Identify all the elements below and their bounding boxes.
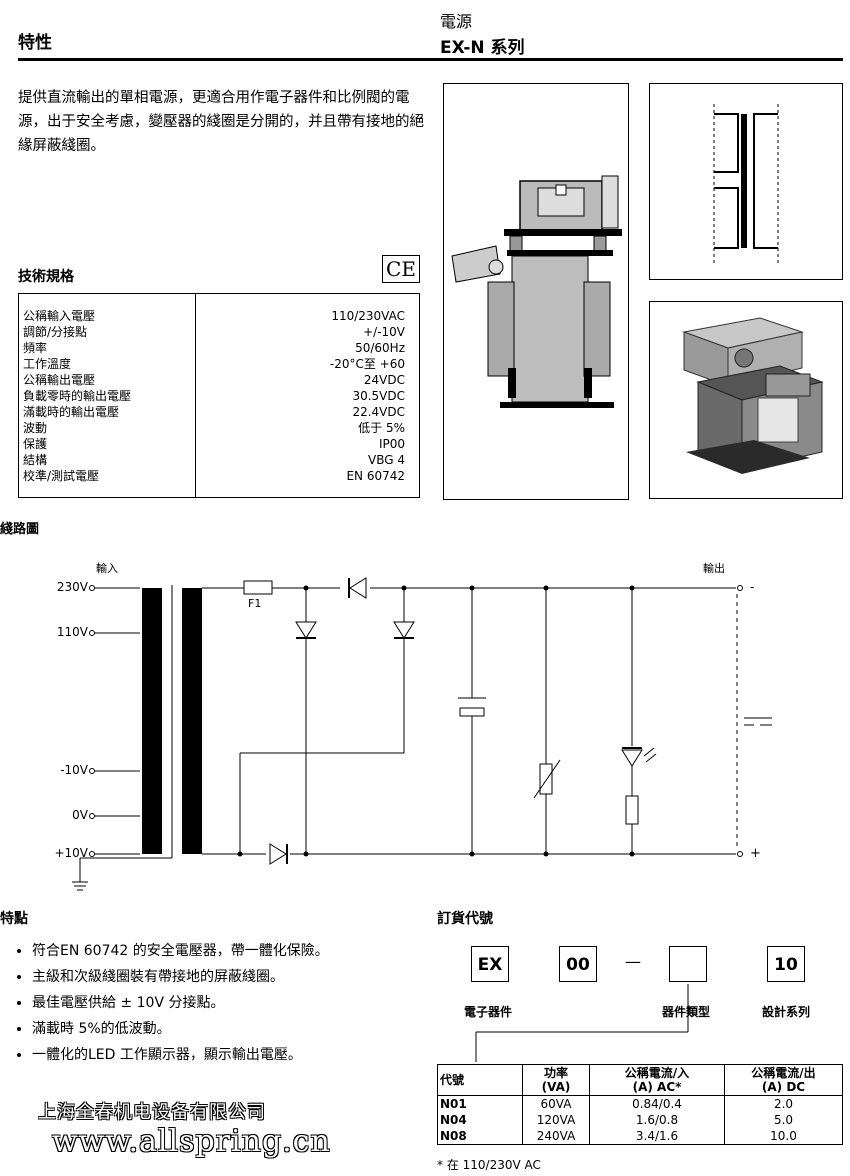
fuse-label: F1 — [248, 597, 262, 610]
product-series: EX-N 系列 — [440, 38, 525, 58]
intro-paragraph: 提供直流輸出的單相電源，更適合用作電子器件和比例閥的電源，出于安全考慮，變壓器的… — [18, 90, 424, 154]
order-code-dash: — — [625, 952, 641, 971]
tap-label: 110V — [56, 625, 88, 639]
order-code-series: 10 — [767, 946, 805, 982]
order-type-connector — [475, 984, 689, 1062]
table-row: N08 240VA 3.4/1.6 10.0 — [437, 1128, 843, 1145]
product-category: 電源 — [440, 12, 473, 31]
order-code-type — [669, 946, 707, 982]
table-row: N04 120VA 1.6/0.8 5.0 — [437, 1112, 843, 1128]
header-rule — [18, 58, 843, 61]
feature-item: 主級和次級綫圈裝有帶接地的屏蔽綫圈。 — [32, 966, 432, 986]
spec-row: 工作溫度-20°C至 +60 — [23, 357, 405, 371]
product-photo-panel — [649, 301, 843, 499]
product-photo-icon — [682, 317, 824, 474]
order-label-electronic: 電子器件 — [464, 1005, 513, 1019]
page-section-title: 特性 — [18, 33, 52, 53]
website-watermark: www.allspring.cn — [52, 1124, 331, 1159]
table-row: N01 60VA 0.84/0.4 2.0 — [437, 1095, 843, 1112]
tap-label: 0V — [72, 808, 88, 822]
transformer-side-drawing-icon — [451, 175, 622, 408]
product-drawing-panel — [443, 83, 629, 500]
specs-divider — [195, 294, 196, 497]
circuit-input-label: 輸入 — [96, 562, 118, 575]
specs-title: 技術規格 — [18, 269, 74, 285]
features-list: 符合EN 60742 的安全電壓器，帶一體化保險。 主級和次級綫圈裝有帶接地的屏… — [8, 940, 432, 1070]
order-label-series: 設計系列 — [762, 1005, 811, 1019]
order-label-type: 器件類型 — [662, 1005, 711, 1019]
features-title: 特點 — [0, 911, 28, 927]
order-type-table: 代號 功率 (VA) 公稱電流/入 (A) AC* 公稱電流/出 (A) DC … — [437, 1064, 843, 1145]
tap-label: 230V — [56, 580, 88, 594]
transformer-symbol-panel — [649, 83, 843, 280]
feature-item: 符合EN 60742 的安全電壓器，帶一體化保險。 — [32, 940, 432, 960]
table-header: 公稱電流/出 (A) DC — [724, 1064, 843, 1096]
table-header: 功率 (VA) — [522, 1064, 590, 1096]
table-header-row: 代號 功率 (VA) 公稱電流/入 (A) AC* 公稱電流/出 (A) DC — [437, 1064, 843, 1096]
ce-mark: CE — [382, 255, 420, 283]
spec-row: 調節/分接點+/-10V — [23, 325, 405, 339]
feature-item: 最佳電壓供給 ± 10V 分接點。 — [32, 992, 432, 1012]
order-footnote: * 在 110/230V AC — [437, 1158, 541, 1172]
feature-item: 滿載時 5%的低波動。 — [32, 1018, 432, 1038]
transformer-symbol-icon — [713, 104, 779, 264]
order-title: 訂貨代號 — [437, 911, 493, 927]
tap-label: +10V — [54, 846, 88, 860]
spec-row: 波動低于 5% — [23, 421, 405, 435]
table-header: 公稱電流/入 (A) AC* — [589, 1064, 725, 1096]
output-minus-label: - — [750, 580, 755, 594]
feature-item: 一體化的LED 工作顯示器，顯示輸出電壓。 — [32, 1044, 432, 1064]
circuit-diagram — [72, 577, 772, 891]
tap-label: -10V — [60, 763, 88, 777]
order-code-electronic: 00 — [559, 946, 597, 982]
table-header: 代號 — [437, 1064, 523, 1096]
circuit-title: 綫路圖 — [0, 522, 40, 537]
circuit-output-label: 輸出 — [703, 562, 725, 575]
output-plus-label: + — [750, 846, 761, 861]
company-watermark: 上海全春机电设备有限公司 — [38, 1102, 266, 1123]
order-code-prefix: EX — [471, 946, 509, 982]
